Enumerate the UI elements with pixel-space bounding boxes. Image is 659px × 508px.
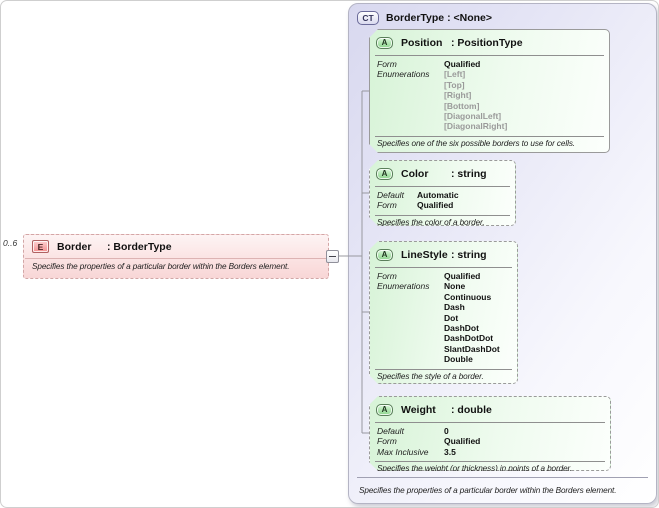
- property-label: Default: [377, 426, 404, 436]
- property-label: Default: [377, 190, 404, 200]
- element-header: E Border : BorderType: [24, 235, 328, 258]
- attribute-icon: A: [376, 168, 393, 180]
- divider: [375, 136, 604, 137]
- enum-value: SlantDashDot: [444, 343, 500, 354]
- enum-value: Dot: [444, 312, 459, 323]
- property-label: Form: [377, 436, 397, 447]
- enum-value: [Right]: [444, 90, 472, 101]
- enum-value: [Bottom]: [444, 100, 480, 111]
- attribute-box-position[interactable]: A Position : PositionType Form Qualified…: [369, 29, 610, 153]
- divider: [375, 267, 512, 268]
- enum-value: [DiagonalLeft]: [444, 111, 502, 122]
- property-value: Qualified: [444, 271, 481, 281]
- enum-value: Continuous: [444, 291, 492, 302]
- attribute-icon: A: [376, 249, 393, 261]
- element-name: Border: [57, 240, 92, 253]
- attribute-properties: Default Automatic Form Qualified: [370, 187, 515, 213]
- enumeration-values: None Continuous Dash Dot DashDot DashDot…: [444, 281, 500, 364]
- property-value: 0: [444, 426, 449, 436]
- enum-value: DashDotDot: [444, 333, 494, 344]
- attribute-name: LineStyle: [401, 248, 448, 261]
- minus-icon: [329, 256, 336, 257]
- enum-value: [DiagonalRight]: [444, 121, 508, 132]
- complextype-description: Specifies the properties of a particular…: [359, 486, 617, 495]
- enum-value: None: [444, 281, 466, 292]
- attribute-box-weight[interactable]: A Weight : double Default 0 Form Qualifi…: [369, 396, 611, 471]
- element-type: : BorderType: [107, 240, 172, 253]
- attribute-name: Position: [401, 36, 443, 49]
- enum-value: Dash: [444, 302, 465, 313]
- attribute-type: : PositionType: [451, 36, 523, 49]
- attribute-description: Specifies one of the six possible border…: [377, 139, 575, 148]
- attribute-properties: Form Qualified Enumerations None Continu…: [370, 268, 517, 367]
- property-label: Form: [377, 271, 397, 281]
- divider: [375, 369, 512, 370]
- property-value: Qualified: [417, 200, 454, 211]
- enum-value: Double: [444, 354, 473, 365]
- enum-value: [Top]: [444, 79, 465, 90]
- attribute-description: Specifies the weight (or thickness) in p…: [377, 464, 573, 474]
- attribute-type: : string: [451, 167, 487, 180]
- attribute-icon: A: [376, 37, 393, 49]
- property-label: Form: [377, 200, 397, 211]
- property-value: Automatic: [417, 190, 459, 200]
- divider: [375, 186, 510, 187]
- attribute-type: : string: [451, 248, 487, 261]
- attribute-box-linestyle[interactable]: A LineStyle : string Form Qualified Enum…: [369, 241, 518, 384]
- complextype-icon: CT: [357, 11, 379, 25]
- attribute-header: A Weight : double: [370, 397, 610, 420]
- attribute-header: A Position : PositionType: [370, 30, 609, 53]
- property-value: Qualified: [444, 436, 481, 447]
- attribute-icon: A: [376, 404, 393, 416]
- attribute-description: Specifies the color of a border.: [377, 217, 485, 227]
- element-description: Specifies the properties of a particular…: [32, 262, 290, 271]
- attribute-header: A Color : string: [370, 161, 515, 184]
- property-label: Max Inclusive: [377, 446, 429, 457]
- complextype-header: CT BorderType : <None>: [349, 4, 656, 30]
- attribute-name: Weight: [401, 403, 436, 416]
- property-value: Qualified: [444, 59, 481, 69]
- attribute-properties: Default 0 Form Qualified Max Inclusive 3…: [370, 423, 610, 459]
- attribute-header: A LineStyle : string: [370, 242, 517, 265]
- property-label: Form: [377, 59, 397, 69]
- element-box-border[interactable]: E Border : BorderType Specifies the prop…: [23, 234, 329, 279]
- occurrence-label: 0..6: [3, 238, 18, 248]
- property-value: 3.5: [444, 446, 456, 457]
- attribute-box-color[interactable]: A Color : string Default Automatic Form …: [369, 160, 516, 226]
- divider: [375, 55, 604, 56]
- enum-value: [Left]: [444, 69, 466, 80]
- attribute-properties: Form Qualified Enumerations [Left] [Top]…: [370, 56, 609, 134]
- collapse-toggle[interactable]: [326, 250, 339, 263]
- attribute-description: Specifies the style of a border.: [377, 371, 484, 381]
- element-icon: E: [32, 240, 49, 253]
- divider: [375, 422, 605, 423]
- divider: [375, 461, 605, 462]
- property-label: Enumerations: [377, 69, 430, 80]
- divider: [357, 477, 648, 478]
- complextype-title: BorderType : <None>: [386, 12, 492, 24]
- enum-value: DashDot: [444, 323, 479, 334]
- attribute-type: : double: [451, 403, 492, 416]
- divider: [375, 215, 510, 216]
- attribute-name: Color: [401, 167, 429, 180]
- divider: [25, 258, 327, 259]
- enumeration-values: [Left] [Top] [Right] [Bottom] [DiagonalL…: [444, 69, 507, 131]
- property-label: Enumerations: [377, 281, 430, 292]
